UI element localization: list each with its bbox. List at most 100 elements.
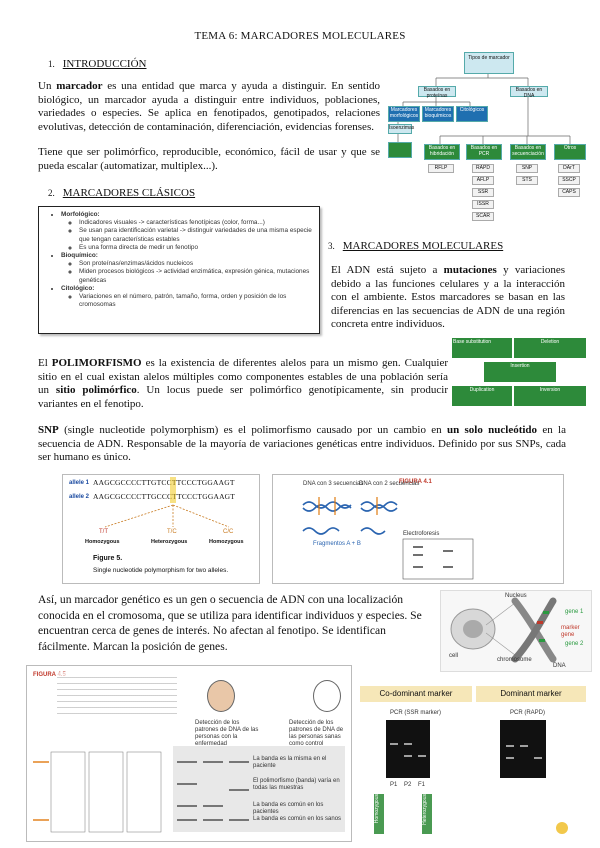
text: (single nucleotide polymorphism) es el p…: [58, 424, 447, 436]
electrophoresis-label: Electroforesis: [403, 531, 440, 537]
allele-2-seq: AAGCGCCCCTTGCCCTTCCCTGGAAGT: [93, 492, 236, 501]
section-3-heading: 3. MARCADORES MOLECULARES: [328, 240, 503, 252]
figure-text-block: [57, 672, 177, 716]
text: Un: [38, 80, 57, 92]
classic-marker-detail: Son proteínas/enzimas/ácidos nucleicos: [79, 260, 315, 268]
text: . Un locus puede ser polimórfico genotíp…: [38, 384, 449, 410]
allele-1-label: allele 1: [69, 480, 90, 486]
classic-markers-list: Morfológico:Indicadores visuales -> cara…: [47, 211, 315, 309]
properties-paragraph: Tiene que ser polimórfico, reproducible,…: [38, 146, 380, 172]
term-polimorfismo: POLIMORFISMO: [51, 357, 142, 369]
nucleus-label: Nucleus: [505, 593, 527, 599]
tree-seq: Basados en secuenciación: [510, 144, 546, 160]
classic-marker-name: Citológico:: [61, 284, 95, 292]
tag-text: Heterozygous: [422, 794, 428, 825]
classic-marker-detail: Indicadores visuales -> características …: [79, 219, 315, 227]
text: y variaciones debido a las funciones cel…: [331, 264, 565, 330]
tree-leaf-rflp: RFLP: [428, 164, 454, 173]
codominant-gel: [386, 720, 430, 778]
chromosome-label: chromosome: [497, 657, 532, 663]
intro-paragraph: Un marcador es una entidad que marca y a…: [38, 80, 380, 134]
classic-markers-box: Morfológico:Indicadores visuales -> cara…: [38, 206, 320, 334]
text: es una entidad que marca y ayuda a disti…: [38, 80, 380, 133]
classic-marker-detail: Es una forma directa de medir un fenotip…: [79, 244, 315, 252]
label: Base substitution: [453, 339, 492, 345]
tree-leaf-ssr: SSR: [472, 188, 494, 197]
dna-label: DNA: [553, 663, 566, 669]
page-title: TEMA 6: MARCADORES MOLECULARES: [194, 30, 406, 42]
mutation-duplication: Duplication: [452, 386, 512, 406]
restriction-drawing: [302, 497, 474, 580]
band-note-4: La banda es común en los sanos: [253, 816, 342, 822]
classic-marker-name: Bioquímico:: [61, 252, 98, 260]
term-sitio-polimorfico: sitio polimórfico: [55, 384, 137, 396]
classic-marker-item: Morfológico:Indicadores visuales -> cara…: [61, 211, 315, 252]
lane-f1: F1: [418, 782, 426, 788]
tree-lower-left: [388, 142, 412, 158]
section-number: 2.: [48, 188, 55, 198]
restriction-figure: FIGURA 4.1 DNA con 3 secuencias DNA con …: [272, 474, 564, 584]
codominant-title: Co-dominant marker: [360, 686, 472, 702]
gel-drawing: [33, 746, 345, 833]
codominant-figure: Co-dominant marker Dominant marker PCR (…: [360, 686, 586, 838]
chromosome-drawing: [450, 597, 557, 663]
tree-leaf-dart: DArT: [558, 164, 580, 173]
allele-1-seq: AAGCGCCCCTTGTCCTTCCCTGGAAGT: [93, 478, 235, 487]
classic-marker-detail: Miden procesos biológicos -> actividad e…: [79, 268, 315, 284]
dominant-gel: [500, 720, 546, 778]
tree-other: Otros: [554, 144, 586, 160]
dna-3-seq: DNA con 3 secuencias: [303, 481, 364, 487]
band-note-2: El polimorfismo (banda) varía en todas l…: [253, 778, 340, 791]
tree-cito: Citológicos: [456, 106, 488, 122]
classic-marker-detail: Variaciones en el número, patrón, tamaño…: [79, 293, 315, 309]
marker-types-diagram: Tipos de marcador Basados en proteínas B…: [388, 48, 586, 230]
tree-leaf-snp: SNP: [516, 164, 538, 173]
tree-leaf-scar: SCAR: [472, 212, 494, 221]
section-2-heading: 2. MARCADORES CLÁSICOS: [48, 187, 195, 199]
classic-marker-sublist: Indicadores visuales -> características …: [61, 219, 315, 252]
dna-2-seq: DNA con 2 secuencias: [359, 481, 420, 487]
homozygous-tag: Homozygous: [374, 794, 384, 834]
gene1-label: gene 1: [565, 609, 584, 615]
tree-leaf-issr: ISSR: [472, 200, 494, 209]
tree-protein: Basados en proteínas: [418, 86, 456, 99]
label: Deletion: [540, 339, 560, 345]
lane-p1: P1: [390, 782, 398, 788]
section-title: INTRODUCCIÓN: [62, 58, 147, 70]
mutation-types-figure: Base substitution Deletion Insertion Dup…: [452, 338, 588, 412]
tree-root: Tipos de marcador: [464, 52, 514, 74]
classic-marker-item: Bioquímico:Son proteínas/enzimas/ácidos …: [61, 252, 315, 285]
classic-marker-sublist: Son proteínas/enzimas/ácidos nucleicosMi…: [61, 260, 315, 285]
tree-pcr: Basados en PCR: [466, 144, 502, 160]
genotype-tc: T/C: [167, 529, 177, 535]
section-title: MARCADORES MOLECULARES: [342, 240, 504, 252]
pcr-rapd-label: PCR (RAPD): [510, 710, 546, 716]
band-note-1: La banda es la misma en el paciente: [253, 756, 327, 769]
tree-morph: Marcadores morfológicos: [388, 106, 420, 122]
term-snp: SNP: [38, 424, 59, 436]
mutation-inversion: Inversion: [514, 386, 586, 406]
label: Inversion: [539, 387, 561, 393]
fragments-label: Fragmentos A + B: [313, 541, 361, 547]
text: El: [38, 357, 52, 369]
snp-figure: allele 1 AAGCGCCCCTTGTCCTTCCCTGGAAGT all…: [62, 474, 260, 584]
allele-2-label: allele 2: [69, 494, 90, 500]
section-number: 3.: [328, 241, 335, 251]
marker-label: marker gene: [561, 625, 580, 638]
section-title: MARCADORES CLÁSICOS: [62, 187, 196, 199]
gene2-label: gene 2: [565, 641, 584, 647]
cell-label: cell: [449, 653, 459, 659]
classic-marker-item: Citológico:Variaciones en el número, pat…: [61, 285, 315, 310]
term-mutaciones: mutaciones: [443, 264, 497, 276]
term-marcador: marcador: [56, 80, 103, 92]
tree-leaf-rapd: RAPD: [472, 164, 494, 173]
mutation-deletion: Deletion: [514, 338, 586, 358]
genotype-tt: T/T: [99, 529, 108, 535]
snp-paragraph: SNP (single nucleotide polymorphism) es …: [38, 424, 566, 465]
genotype-cc: C/C: [223, 529, 234, 535]
lane-p2: P2: [404, 782, 412, 788]
tree-leaf-sscp: SSCP: [558, 176, 580, 185]
term-un-solo-nucleotido: un solo nucleótido: [446, 424, 538, 436]
healthy-face-icon: [313, 680, 341, 712]
text: en la secuencia de ADN. Responsable de l…: [38, 424, 566, 463]
